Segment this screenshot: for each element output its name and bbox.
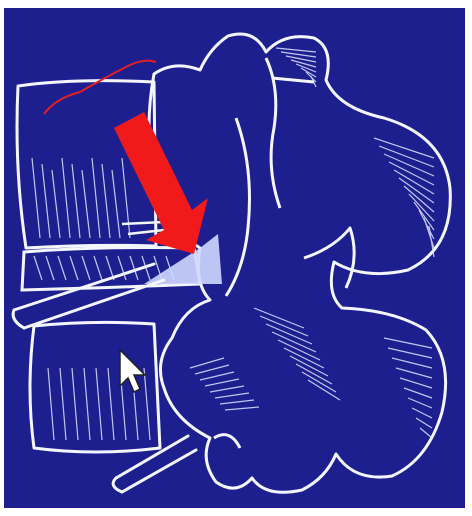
- spine-illustration-panel: [4, 8, 465, 508]
- lumbar-spine-diagram: [4, 8, 465, 508]
- diagram-background: [4, 8, 465, 508]
